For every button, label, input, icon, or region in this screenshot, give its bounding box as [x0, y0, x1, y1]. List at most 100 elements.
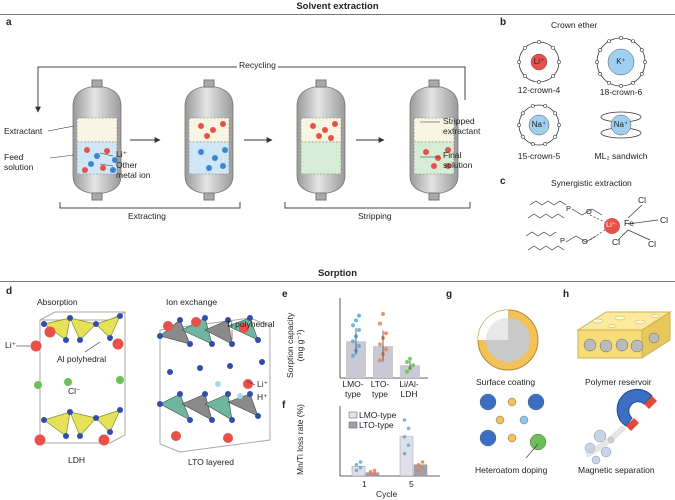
oxygen-atom: [177, 317, 183, 323]
oxygen-atom: [225, 317, 231, 323]
oxygen-atom: [67, 315, 73, 321]
oxygen-atom: [551, 74, 556, 79]
data-point: [354, 463, 359, 467]
li-ion-dot: [445, 163, 451, 169]
ldh-label: LDH: [68, 455, 86, 465]
chart-f-cat-1: 1: [362, 479, 367, 489]
oxygen-atom: [197, 365, 203, 371]
bar: [373, 346, 393, 378]
li-ion-dot: [328, 135, 334, 141]
absorption-title: Absorption: [37, 297, 78, 307]
bar: [399, 436, 414, 477]
li-ion-dot: [435, 155, 441, 161]
li-ion-dot: [100, 165, 106, 171]
dopant-atom: [529, 433, 547, 451]
data-point: [358, 465, 363, 470]
lattice-atom: [527, 393, 545, 411]
organic-phase: [76, 117, 118, 143]
fe-label: Fe: [624, 218, 634, 228]
cl-atom: [116, 376, 124, 384]
data-point: [378, 358, 382, 363]
h-label: H⁺: [257, 392, 268, 402]
vessel-nozzle: [428, 192, 440, 201]
bar: [413, 464, 428, 477]
oxygen-atom: [107, 335, 113, 341]
li-label: Li⁺: [5, 340, 17, 350]
data-point: [384, 347, 388, 352]
oxygen-atom: [631, 39, 635, 44]
crown-ion-li: Li⁺: [533, 57, 545, 66]
crown-name-18: 18-crown-6: [599, 87, 643, 97]
data-point: [402, 418, 407, 422]
bar: [400, 365, 420, 378]
oxygen-atom: [209, 341, 215, 347]
cl-atom: [64, 378, 72, 386]
aqueous-phase: [300, 141, 342, 175]
stripped-extractant-label: Stripped extractant: [443, 116, 481, 136]
section-title-sorption: Sorption: [317, 268, 358, 279]
crown-ion-na: Na⁺: [531, 120, 547, 129]
legend-swatch-lmo: [348, 411, 358, 419]
crown-name-sandwich: ML₂ sandwich: [594, 151, 648, 161]
metal-ion-dot: [212, 155, 218, 161]
section-title-solvent: Solvent extraction: [296, 1, 379, 12]
panel-label-h: h: [563, 289, 570, 300]
p-label: P: [560, 236, 566, 245]
lattice-atom: [507, 433, 517, 443]
data-point: [420, 460, 425, 464]
oxygen-atom: [537, 40, 541, 44]
li-atom: [30, 340, 42, 352]
metal-ion: [607, 48, 635, 76]
lattice-atom: [519, 415, 529, 425]
oxygen-atom: [595, 60, 599, 64]
data-point: [351, 353, 355, 358]
metal-ion-dot: [110, 167, 116, 173]
p-label: P: [566, 204, 572, 213]
data-point: [368, 472, 373, 477]
li-atom: [191, 317, 201, 327]
li-ion-dot: [204, 133, 210, 139]
coated-particle: [477, 309, 539, 371]
data-point: [381, 312, 385, 316]
crown-ion-k: K⁺: [616, 57, 626, 66]
chart-e-cat-3: Li/Al- LDH: [399, 379, 419, 399]
li-atom: [243, 379, 253, 389]
lattice-atom: [495, 415, 505, 425]
data-point: [357, 313, 361, 318]
li-ion-dot: [316, 133, 322, 139]
data-point: [357, 344, 361, 348]
oxygen-atom: [187, 417, 193, 423]
oxygen-atom: [255, 413, 261, 419]
metal-ion-dot: [94, 153, 100, 159]
li-atom: [98, 434, 110, 446]
oxygen-atom: [229, 341, 235, 347]
metal-ion: [530, 53, 548, 71]
oxygen-atom: [619, 84, 623, 88]
polymer-reservoir-label: Polymer reservoir: [585, 377, 652, 387]
oxygen-atom: [247, 391, 253, 397]
data-point: [406, 443, 411, 448]
data-point: [378, 342, 382, 347]
al-polyhedral-label: Al polyhedral: [57, 354, 107, 364]
data-point: [372, 471, 377, 476]
oxygen-atom: [557, 123, 561, 127]
data-point: [354, 468, 359, 473]
oxygen-atom: [557, 60, 561, 64]
data-point: [357, 328, 361, 332]
chart-e-cat-1: LMO- type: [342, 379, 364, 399]
data-point: [405, 360, 409, 364]
panel-label-b: b: [500, 17, 507, 28]
oxygen-atom: [202, 315, 208, 321]
oxygen-atom: [520, 111, 525, 116]
legend-lmo: LMO-type: [359, 410, 397, 420]
panel-label-c: c: [500, 176, 506, 187]
data-point: [411, 363, 415, 368]
li-ion-label: Li⁺: [116, 149, 128, 159]
vessel-nozzle: [203, 79, 215, 88]
li-atom: [44, 326, 56, 338]
li-ion-dot: [210, 127, 216, 133]
